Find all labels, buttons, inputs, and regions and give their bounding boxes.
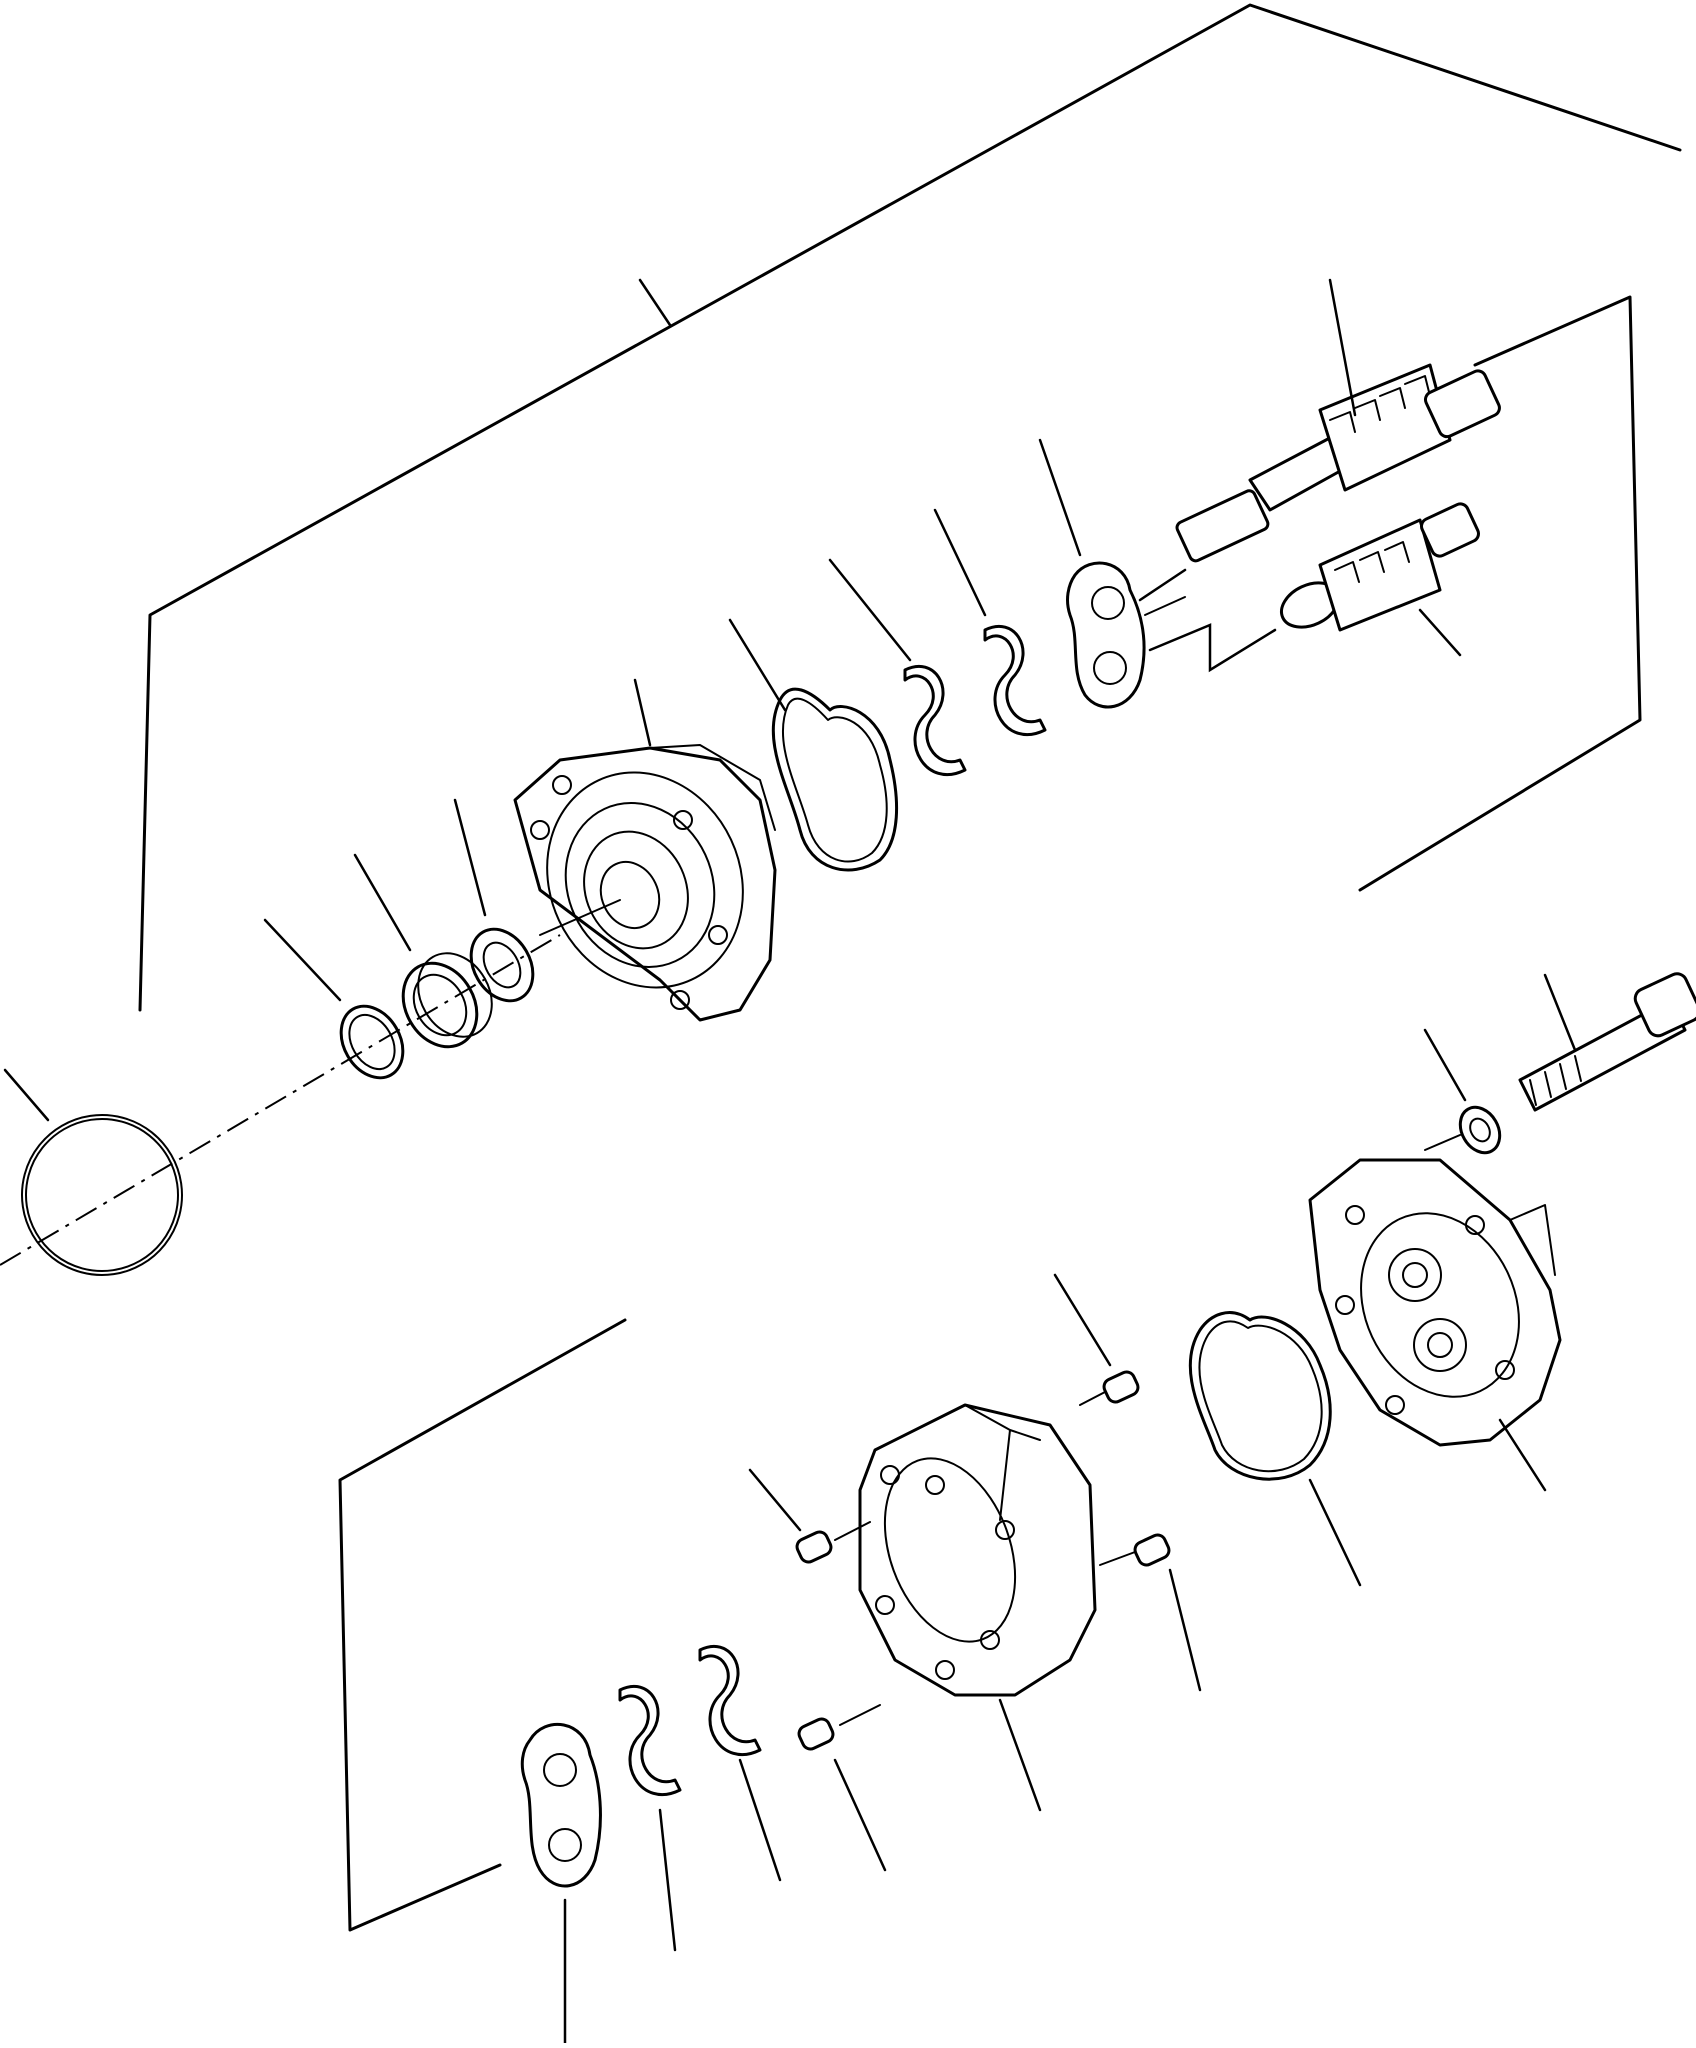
gear-group-bracket (1358, 295, 1642, 892)
large-o-ring (3, 1068, 183, 1276)
dowel-pin-3 (1133, 1533, 1202, 1692)
bearing (353, 853, 493, 1049)
upper-seal-clip-1 (828, 558, 967, 777)
gear-body-housing (858, 1403, 1097, 1812)
lower-seal-clip-1 (698, 1644, 782, 1882)
upper-seal-clip-2 (933, 508, 1047, 737)
upper-gasket (728, 618, 898, 872)
small-washer (1423, 1028, 1502, 1155)
lower-gasket (1188, 1311, 1362, 1587)
snap-ring (263, 918, 405, 1080)
front-cover-housing (513, 678, 777, 1022)
lower-assembly-bracket (338, 1318, 627, 1932)
drive-gear-shaft (1175, 278, 1501, 563)
dowel-pin-4 (797, 1717, 887, 1872)
driven-gear (1280, 502, 1480, 657)
upper-wear-plate (1038, 438, 1277, 709)
alignment-lines (834, 596, 1461, 1726)
dowel-pin-1 (1053, 1273, 1140, 1404)
washer (453, 798, 535, 1003)
rear-cover-housing (1308, 1158, 1562, 1492)
upper-assembly-bracket (138, 3, 1682, 1012)
lower-wear-plate (520, 1723, 602, 2045)
lower-seal-clip-2 (618, 1684, 682, 1952)
dowel-pin-2 (748, 1468, 833, 1564)
shaft-axis-line (0, 934, 561, 1266)
bolt (1518, 972, 1696, 1112)
